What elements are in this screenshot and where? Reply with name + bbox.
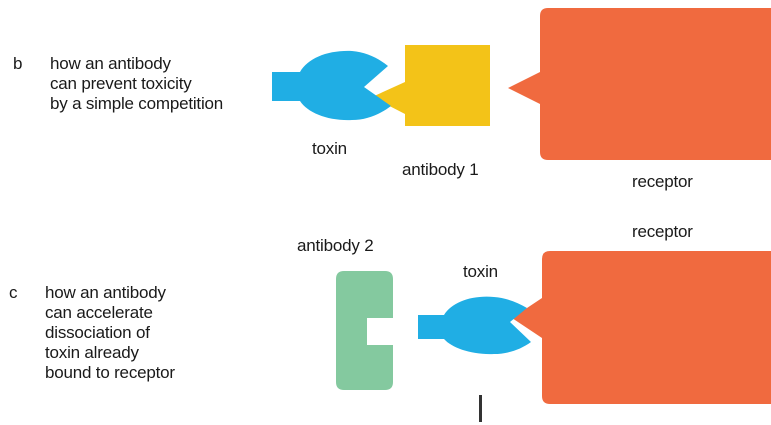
panel-c-letter: c [9, 283, 17, 303]
receptor-c-shape [512, 251, 771, 404]
receptor-label-c: receptor [632, 222, 693, 242]
panel-b-caption-line-2: can prevent toxicity [50, 74, 192, 94]
panel-b-letter: b [13, 54, 22, 74]
panel-c-caption-line-3: dissociation of [45, 323, 150, 343]
receptor-b-shape [508, 8, 771, 160]
antibody-1-shape [372, 45, 490, 126]
panel-c-caption-line-2: can accelerate [45, 303, 153, 323]
dissociation-marker [479, 395, 482, 422]
panel-c-caption-line-4: toxin already [45, 343, 139, 363]
antibody-1-label: antibody 1 [402, 160, 478, 180]
antibody-2-label: antibody 2 [297, 236, 373, 256]
panel-c-caption-line-5: bound to receptor [45, 363, 175, 383]
toxin-label-c: toxin [463, 262, 498, 282]
antibody-2-shape [336, 271, 393, 390]
toxin-c-shape [418, 297, 531, 354]
panel-b-caption-line-3: by a simple competition [50, 94, 223, 114]
panel-b-caption-line-1: how an antibody [50, 54, 171, 74]
panel-c-caption-line-1: how an antibody [45, 283, 166, 303]
toxin-label-b: toxin [312, 139, 347, 159]
receptor-label-b: receptor [632, 172, 693, 192]
toxin-b-shape [272, 51, 391, 120]
